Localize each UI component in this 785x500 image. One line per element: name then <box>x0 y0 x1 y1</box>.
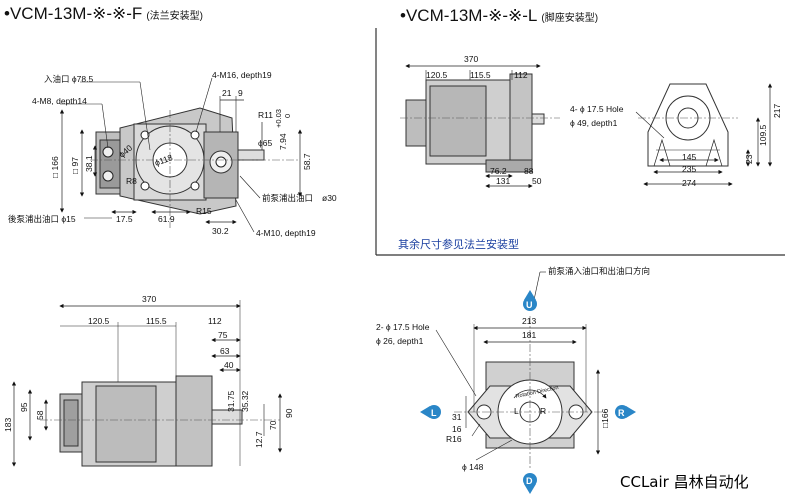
end-d181: 181 <box>522 330 536 340</box>
flange-title-sub: (法兰安装型) <box>146 11 203 22</box>
flange-r11: R11 <box>258 110 273 120</box>
end-phi148: ϕ 148 <box>462 462 484 472</box>
side-d58: 58 <box>35 410 45 420</box>
foot-d274: 274 <box>682 178 696 188</box>
side-d70: 70 <box>268 420 278 430</box>
flange-m16-label: 4-M16, depth19 <box>212 70 272 80</box>
foot-view-frame <box>375 28 785 256</box>
arrow-down-label: D <box>526 476 533 486</box>
side-d370: 370 <box>142 294 156 304</box>
side-d95: 95 <box>19 402 29 412</box>
flange-m10-label: 4-M10, depth19 <box>256 228 316 238</box>
side-d3532: 35.32 <box>240 390 250 412</box>
foot-d1095: 109.5 <box>758 124 768 146</box>
foot-d762: 76.2 <box>490 166 507 176</box>
flange-d166: □ 166 <box>50 156 60 178</box>
flange-front-outlet-label: 前泵浦出油口 <box>262 193 313 203</box>
flange-d21: 21 <box>222 88 232 98</box>
foot-d112: 112 <box>514 70 528 80</box>
foot-d235: 235 <box>682 164 696 174</box>
side-d90: 90 <box>284 408 294 418</box>
foot-hole: 4- ϕ 17.5 Hole <box>570 104 624 114</box>
flange-d619: 61.9 <box>158 214 175 224</box>
side-view-labels: 370 120.5 115.5 112 75 63 40 183 95 58 3… <box>3 294 294 448</box>
flange-d381: 38.1 <box>84 155 94 172</box>
arrow-right: R <box>615 405 636 419</box>
flange-inlet-label: 入油口 ϕ78.5 <box>44 74 93 84</box>
side-d127: 12.7 <box>254 431 264 448</box>
foot-title-main: •VCM-13M-※-※-L <box>400 6 538 25</box>
arrow-right-label: R <box>618 408 625 418</box>
arrow-down: D <box>523 473 537 494</box>
foot-view-labels: 370 120.5 115.5 112 76.2 88 131 50 4- ϕ … <box>426 54 782 188</box>
foot-d1205: 120.5 <box>426 70 448 80</box>
foot-d217: 217 <box>772 104 782 118</box>
side-d112: 112 <box>208 316 222 326</box>
flange-d794: 7.94 <box>278 133 288 150</box>
flange-rear-outlet-label: 後泵浦出油口 ϕ15 <box>8 214 76 224</box>
direction-arrows: U D L R <box>420 290 636 494</box>
foot-mount-title: •VCM-13M-※-※-L(脚座安装型) <box>400 6 598 26</box>
arrow-left: L <box>420 405 441 419</box>
end-hole: 2- ϕ 17.5 Hole <box>376 322 430 332</box>
foot-side-view <box>400 63 560 189</box>
end-phi26: ϕ 26, depth1 <box>376 336 424 346</box>
flange-title-main: •VCM-13M-※-※-F <box>4 4 143 23</box>
flange-r8: R8 <box>126 176 137 186</box>
flange-d587: 58.7 <box>302 153 312 170</box>
side-d183: 183 <box>3 418 13 432</box>
end-d31: 31 <box>452 412 462 422</box>
foot-title-sub: (脚座安装型) <box>541 13 599 24</box>
foot-d50: 50 <box>532 176 542 186</box>
side-d75: 75 <box>218 330 228 340</box>
end-R: R <box>540 406 546 416</box>
foot-d1155: 115.5 <box>470 70 491 80</box>
flange-view <box>59 77 303 233</box>
flange-d175: 17.5 <box>116 214 133 224</box>
side-view <box>11 300 283 467</box>
foot-end-view <box>635 83 773 187</box>
flange-mount-title: •VCM-13M-※-※-F(法兰安装型) <box>4 4 203 24</box>
arrow-up-label: U <box>526 300 533 310</box>
foot-d131: 131 <box>496 176 510 186</box>
arrow-up: U <box>523 290 537 311</box>
end-d213: 213 <box>522 316 536 326</box>
flange-tol794a: +0.03 <box>274 109 283 128</box>
other-dimensions-note: 其余尺寸参见法兰安装型 <box>398 238 519 251</box>
side-d63: 63 <box>220 346 230 356</box>
flange-view-labels: 入油口 ϕ78.5 4-M8, depth14 4-M16, depth19 4… <box>8 70 337 238</box>
flange-d97: □ 97 <box>70 157 80 174</box>
brand-watermark: CCLair 昌林自动化 <box>620 473 749 491</box>
end-view <box>435 271 606 470</box>
foot-d145: 145 <box>682 152 696 162</box>
side-d1205: 120.5 <box>88 316 110 326</box>
foot-d88: 88 <box>524 166 534 176</box>
end-r16: R16 <box>446 434 462 444</box>
arrow-left-label: L <box>431 408 437 418</box>
end-d166: □166 <box>600 408 610 428</box>
foot-phi49: ϕ 49, depth1 <box>570 118 618 128</box>
end-L: L <box>514 406 519 416</box>
flange-r15: R15 <box>196 206 212 216</box>
flange-phi30-label: ø30 <box>322 193 337 203</box>
side-d3175: 31.75 <box>226 390 236 412</box>
flange-phi65: ϕ65 <box>258 138 272 148</box>
direction-label: 前泵涌入油口和出油口方向 <box>548 266 650 276</box>
end-d16: 16 <box>452 424 462 434</box>
flange-d302: 30.2 <box>212 226 229 236</box>
flange-m8-label: 4-M8, depth14 <box>32 96 87 106</box>
flange-d9: 9 <box>238 88 243 98</box>
flange-tol794b: 0 <box>283 114 292 118</box>
side-d1155: 115.5 <box>146 316 167 326</box>
side-d40: 40 <box>224 360 234 370</box>
foot-d370: 370 <box>464 54 478 64</box>
foot-d23: 23 <box>744 154 754 164</box>
